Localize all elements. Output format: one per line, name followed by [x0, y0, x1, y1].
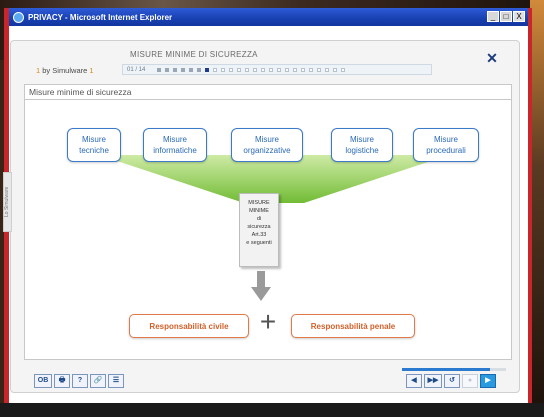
step-dot[interactable] — [301, 67, 306, 72]
step-dot[interactable] — [181, 67, 186, 72]
next-icon[interactable]: ▶ — [480, 374, 496, 388]
ob-button[interactable]: OB — [34, 374, 52, 388]
doc-line: sicurezza — [247, 224, 271, 230]
breadcrumb-prefix: 1 — [36, 66, 41, 75]
doc-line: MISURE — [248, 200, 270, 206]
ie-logo-icon — [13, 11, 24, 23]
lesson-progress-bar — [402, 368, 506, 371]
step-dot[interactable] — [341, 67, 346, 72]
step-progress-strip: 01 / 14 — [122, 64, 432, 75]
step-dot[interactable] — [325, 67, 330, 72]
responsabilita-civile-box[interactable]: Responsabilità civile — [129, 314, 249, 338]
step-dot[interactable] — [317, 67, 322, 72]
close-window-button[interactable]: X — [513, 11, 525, 22]
doc-line: di — [256, 216, 262, 222]
step-dot[interactable] — [229, 67, 234, 72]
link-icon[interactable]: 🔗 — [90, 374, 106, 388]
step-dot[interactable] — [189, 67, 194, 72]
lesson-progress-fill — [402, 368, 491, 371]
prev-icon[interactable]: ◀ — [406, 374, 422, 388]
step-dot[interactable] — [261, 67, 266, 72]
breadcrumb-suffix: 1 — [89, 66, 94, 75]
step-dot[interactable] — [165, 67, 170, 72]
plus-sign: + — [259, 306, 277, 337]
record-icon[interactable]: ● — [462, 374, 478, 388]
step-dot[interactable] — [173, 67, 178, 72]
doc-line: MINIME — [249, 208, 269, 214]
close-course-icon[interactable]: ✕ — [486, 50, 498, 66]
step-dot[interactable] — [277, 67, 282, 72]
doc-line: e seguenti — [246, 240, 272, 246]
step-dot[interactable] — [205, 67, 210, 72]
step-dot[interactable] — [285, 67, 290, 72]
step-dot[interactable] — [293, 67, 298, 72]
fast-forward-icon[interactable]: ▶▶ — [424, 374, 442, 388]
menu-icon[interactable]: ☰ — [108, 374, 124, 388]
step-dot[interactable] — [237, 67, 242, 72]
minimize-button[interactable]: _ — [487, 11, 499, 22]
taskbar-strip — [0, 403, 544, 417]
step-dot[interactable] — [197, 67, 202, 72]
funnel-shape — [99, 155, 449, 203]
replay-icon[interactable]: ↺ — [444, 374, 460, 388]
doc-line: Art.33 — [251, 232, 267, 238]
responsabilita-penale-box[interactable]: Responsabilità penale — [291, 314, 415, 338]
toolbar-right: ◀ ▶▶ ↺ ● ▶ — [406, 374, 496, 388]
step-dot[interactable] — [309, 67, 314, 72]
window-controls: _ □ X — [487, 11, 525, 22]
help-icon[interactable]: ? — [72, 374, 88, 388]
step-dot[interactable] — [253, 67, 258, 72]
page-counter: 01 / 14 — [127, 66, 146, 73]
window-titlebar[interactable]: PRIVACY - Microsoft Internet Explorer _ … — [9, 8, 528, 26]
window-title: PRIVACY - Microsoft Internet Explorer — [28, 12, 173, 22]
maximize-button[interactable]: □ — [500, 11, 512, 22]
step-dot[interactable] — [157, 67, 162, 72]
step-dot[interactable] — [221, 67, 226, 72]
content-title: Misure minime di sicurezza — [29, 87, 132, 97]
background-right — [530, 0, 544, 417]
side-tab[interactable]: Lo Simulware — [3, 172, 12, 232]
print-icon[interactable]: 🖶 — [54, 374, 70, 388]
step-dot[interactable] — [333, 67, 338, 72]
step-dot[interactable] — [213, 67, 218, 72]
toolbar-left: OB 🖶 ? 🔗 ☰ — [34, 374, 124, 388]
misure-minime-document: MISURE MINIME di sicurezza Art.33 e segu… — [239, 193, 279, 267]
breadcrumb: 1 by Simulware 1 — [36, 66, 94, 75]
step-dot[interactable] — [269, 67, 274, 72]
content-divider — [25, 99, 511, 100]
down-arrow-icon — [251, 271, 271, 301]
breadcrumb-text: by Simulware — [42, 66, 88, 75]
page-title: MISURE MINIME DI SICUREZZA — [130, 50, 258, 59]
step-dot[interactable] — [245, 67, 250, 72]
